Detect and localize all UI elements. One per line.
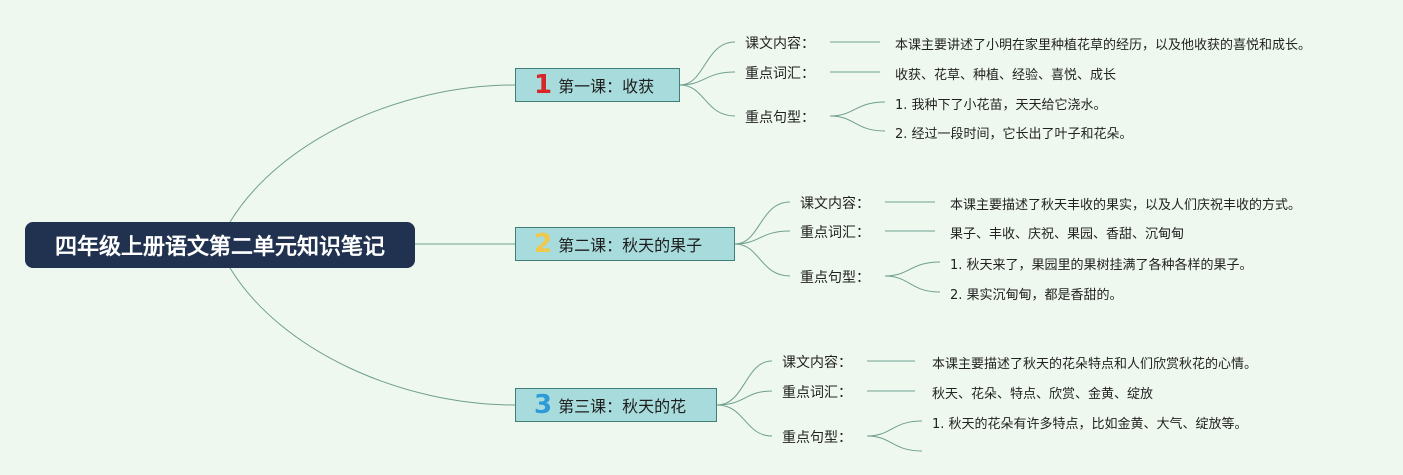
- lesson-3-content: 本课主要描述了秋天的花朵特点和人们欣赏秋花的心情。: [932, 357, 1258, 372]
- lesson-3-topic[interactable]: 3 第三课：秋天的花: [515, 388, 717, 422]
- lesson-3-sentence-1: 1. 秋天的花朵有许多特点，比如金黄、大气、绽放等。: [932, 417, 1248, 432]
- lesson-1-content: 本课主要讲述了小明在家里种植花草的经历，以及他收获的喜悦和成长。: [895, 38, 1312, 53]
- root-topic[interactable]: 四年级上册语文第二单元知识笔记: [25, 222, 415, 268]
- lesson-2-topic[interactable]: 2 第二课：秋天的果子: [515, 227, 735, 261]
- lesson-2-sentence-label: 重点句型：: [800, 270, 870, 286]
- lesson-title: 第三课：秋天的花: [558, 397, 687, 416]
- lesson-1-sentence-2: 2. 经过一段时间，它长出了叶子和花朵。: [895, 127, 1133, 142]
- number-2-icon: 2: [534, 229, 553, 259]
- lesson-2-sentence-1: 1. 秋天来了，果园里的果树挂满了各种各样的果子。: [950, 258, 1253, 273]
- lesson-2-content: 本课主要描述了秋天丰收的果实，以及人们庆祝丰收的方式。: [950, 198, 1302, 213]
- lesson-1-vocab-label: 重点词汇：: [745, 66, 815, 82]
- lesson-3-sentence-label: 重点句型：: [782, 430, 852, 446]
- lesson-2-vocab: 果子、丰收、庆祝、果园、香甜、沉甸甸: [950, 227, 1185, 242]
- lesson-1-vocab: 收获、花草、种植、经验、喜悦、成长: [895, 68, 1117, 83]
- lesson-2-vocab-label: 重点词汇：: [800, 225, 870, 241]
- lesson-1-topic[interactable]: 1 第一课：收获: [515, 68, 680, 102]
- number-1-icon: 1: [534, 70, 553, 100]
- lesson-1-content-label: 课文内容：: [745, 36, 815, 52]
- lesson-title: 第一课：收获: [558, 77, 655, 96]
- lesson-title: 第二课：秋天的果子: [558, 236, 703, 255]
- lesson-3-content-label: 课文内容：: [782, 355, 852, 371]
- lesson-2-sentence-2: 2. 果实沉甸甸，都是香甜的。: [950, 288, 1123, 303]
- lesson-1-sentence-1: 1. 我种下了小花苗，天天给它浇水。: [895, 98, 1107, 113]
- root-title: 四年级上册语文第二单元知识笔记: [54, 235, 385, 260]
- lesson-2-content-label: 课文内容：: [800, 196, 870, 212]
- lesson-3-vocab-label: 重点词汇：: [782, 385, 852, 401]
- number-3-icon: 3: [534, 390, 553, 420]
- lesson-3-vocab: 秋天、花朵、特点、欣赏、金黄、绽放: [932, 387, 1154, 402]
- lesson-1-sentence-label: 重点句型：: [745, 110, 815, 126]
